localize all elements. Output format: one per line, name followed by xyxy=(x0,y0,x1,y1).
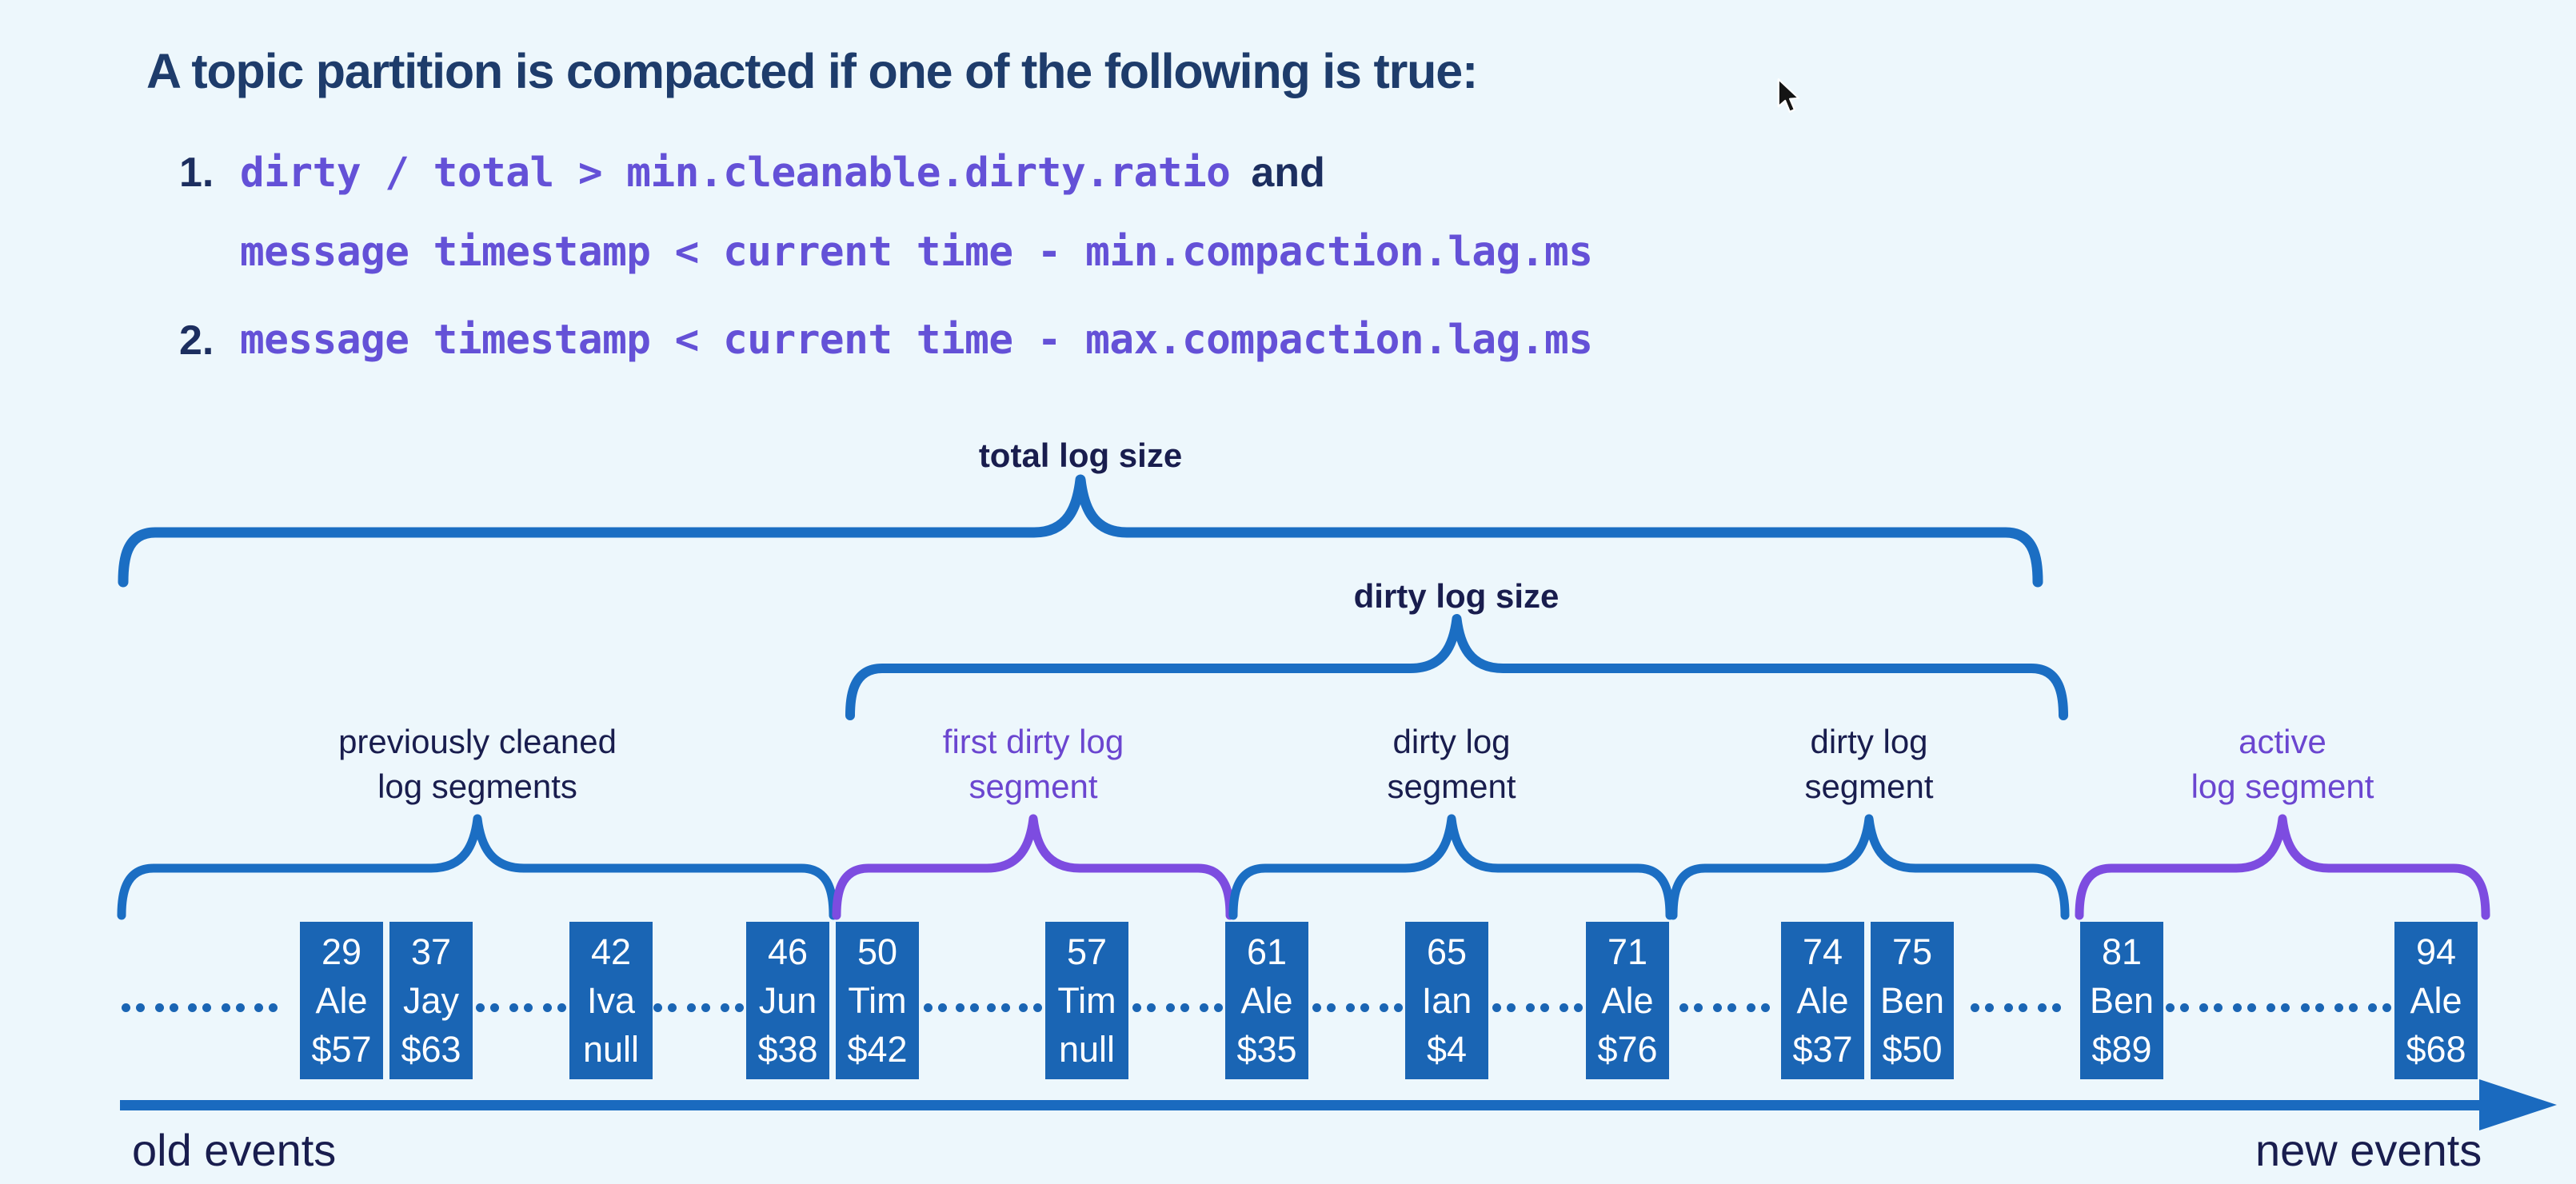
timeline-arrowhead-icon xyxy=(2479,1079,2557,1130)
total-log-size-brace xyxy=(118,474,2043,588)
condition-2-number: 2. xyxy=(179,317,214,364)
dots-run-7 xyxy=(1679,1003,1770,1012)
dirty-log-size-brace xyxy=(845,614,2068,720)
timeline-arrow-body xyxy=(120,1100,2484,1110)
brace-previously-cleaned xyxy=(117,814,838,920)
old-events-label: old events xyxy=(132,1125,337,1175)
condition-1-line-1: 1. dirty / total > min.cleanable.dirty.r… xyxy=(179,149,1325,197)
dots-run-0 xyxy=(122,1003,278,1012)
brace-active-segment xyxy=(2075,814,2490,920)
condition-1-and: and xyxy=(1251,149,1325,196)
dots-run-9 xyxy=(2166,1003,2391,1012)
mouse-cursor-icon xyxy=(1777,78,1800,113)
dots-run-6 xyxy=(1492,1003,1583,1012)
total-log-size-label: total log size xyxy=(978,437,1183,474)
brace-dirty-segment-1 xyxy=(1228,814,1675,920)
condition-1-code: dirty / total > min.cleanable.dirty.rati… xyxy=(240,149,1231,197)
page-title: A topic partition is compacted if one of… xyxy=(146,44,1478,98)
dots-run-2 xyxy=(653,1003,744,1012)
dots-run-5 xyxy=(1312,1003,1403,1012)
new-events-label: new events xyxy=(2255,1125,2482,1175)
condition-2-line: 2. message timestamp < current time - ma… xyxy=(179,317,1593,364)
brace-first-dirty-segment xyxy=(832,814,1235,920)
condition-1-code-2: message timestamp < current time - min.c… xyxy=(240,229,1593,276)
brace-dirty-segment-2 xyxy=(1668,814,2070,920)
dots-run-1 xyxy=(476,1003,566,1012)
condition-2-code: message timestamp < current time - max.c… xyxy=(240,317,1593,364)
condition-1-line-2: message timestamp < current time - min.c… xyxy=(240,229,1593,276)
dots-run-8 xyxy=(1971,1003,2061,1012)
dots-run-4 xyxy=(1132,1003,1223,1012)
condition-1-number: 1. xyxy=(179,149,214,196)
dots-run-3 xyxy=(924,1003,1042,1012)
dirty-log-size-label: dirty log size xyxy=(1353,577,1560,615)
